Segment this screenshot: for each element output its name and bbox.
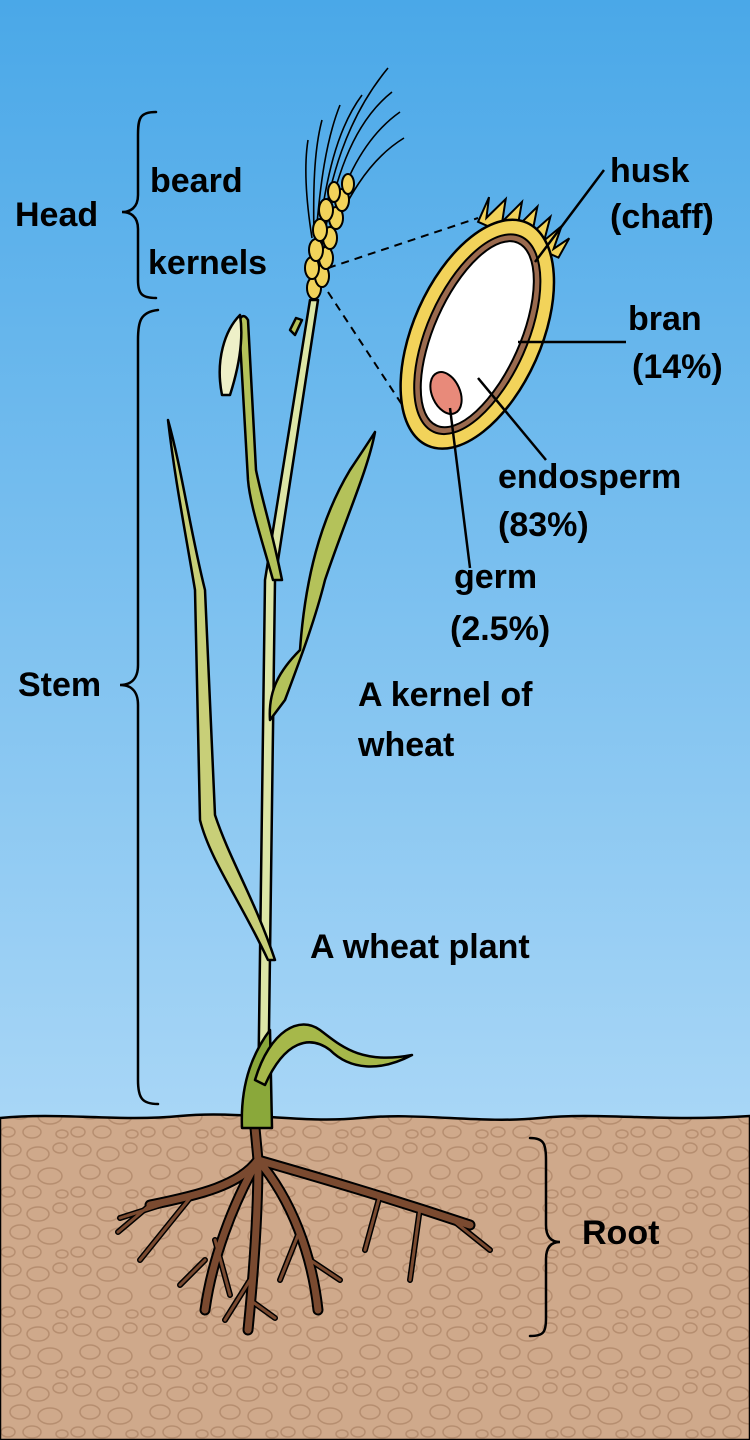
label-germ-pct: (2.5%)	[450, 610, 550, 648]
label-head: Head	[15, 196, 98, 234]
label-bran-pct: (14%)	[632, 348, 723, 386]
label-root: Root	[582, 1214, 659, 1252]
label-germ: germ	[454, 558, 537, 596]
label-endosperm-pct: (83%)	[498, 506, 589, 544]
label-husk: husk	[610, 152, 689, 190]
label-stem: Stem	[18, 666, 101, 704]
label-chaff: (chaff)	[610, 198, 714, 236]
label-bran: bran	[628, 300, 702, 338]
label-endosperm: endosperm	[498, 458, 681, 496]
plant-title: A wheat plant	[310, 928, 530, 966]
soil-ground	[0, 1114, 750, 1440]
label-kernels: kernels	[148, 244, 267, 282]
kernel-title-line2: wheat	[357, 726, 454, 764]
label-beard: beard	[150, 162, 243, 200]
kernel-title-line1: A kernel of	[358, 676, 533, 714]
